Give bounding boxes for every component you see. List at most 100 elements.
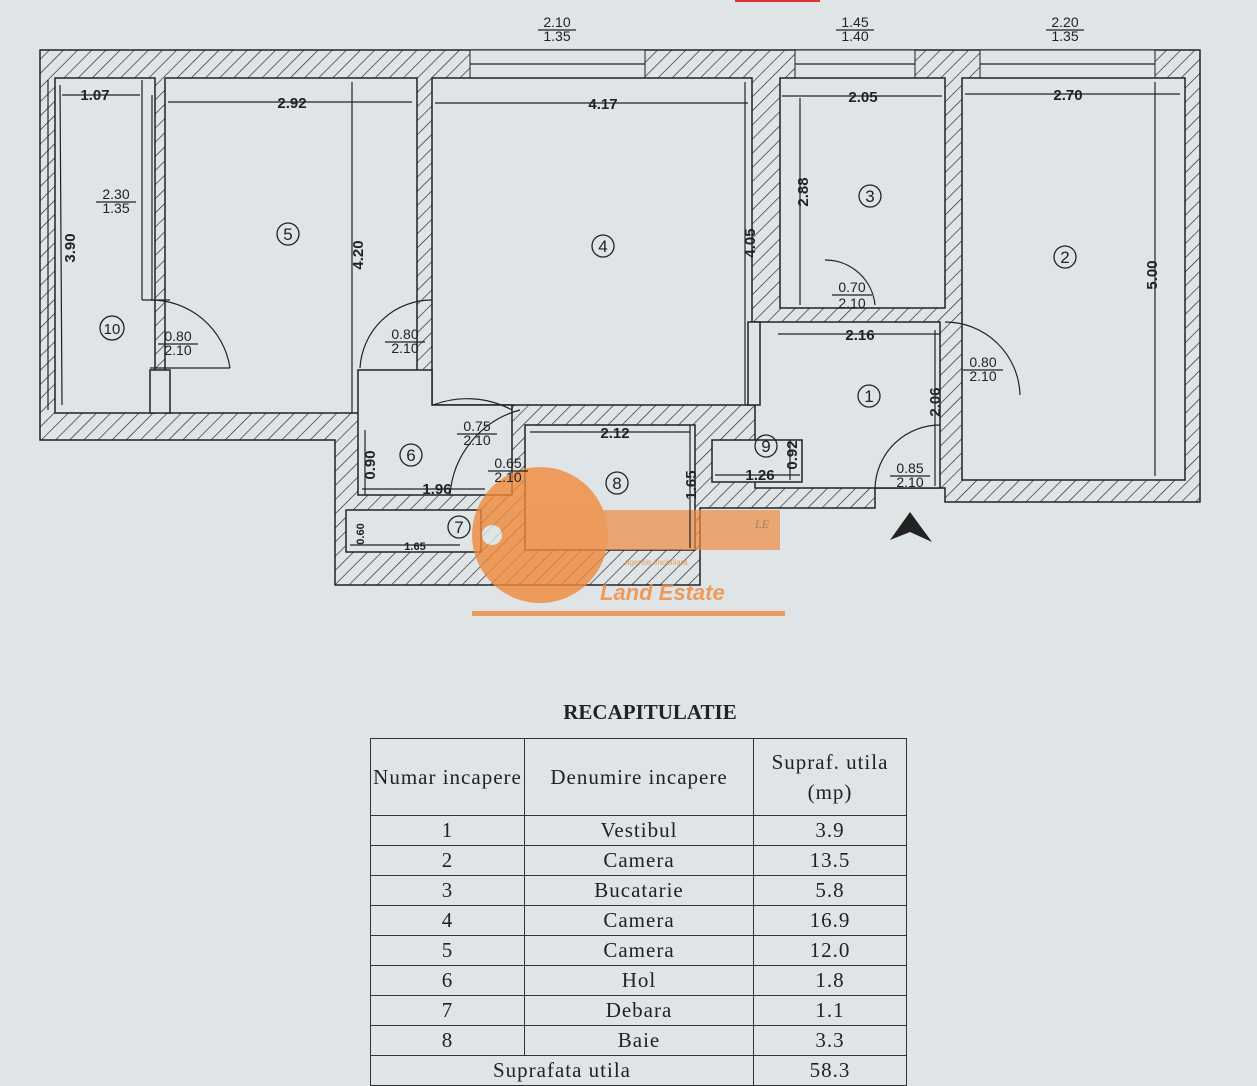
svg-text:0.80: 0.80 <box>969 354 996 370</box>
svg-text:2.10: 2.10 <box>969 368 996 384</box>
room-number-6: 6 <box>406 446 415 465</box>
svg-text:2.20: 2.20 <box>1051 14 1078 30</box>
table-header-row: Numar incapere Denumire incapere Supraf.… <box>370 738 907 816</box>
cell-area: 5.8 <box>753 875 907 906</box>
floor-plan: Land Estate LE agentie imobiliara 2.10 1… <box>39 0 1201 616</box>
svg-text:2.10: 2.10 <box>463 432 490 448</box>
room-number-3: 3 <box>865 187 874 206</box>
room-number-8: 8 <box>612 474 621 493</box>
room-4 <box>431 77 753 406</box>
svg-text:1.96: 1.96 <box>422 481 451 498</box>
svg-text:2.10: 2.10 <box>543 14 570 30</box>
cell-nr: 6 <box>370 965 525 996</box>
svg-text:2.16: 2.16 <box>845 327 874 344</box>
dimension-labels: 1.07 2.92 4.17 2.05 2.70 3.90 4.20 4.05 … <box>62 87 1161 553</box>
cell-name: Camera <box>524 905 754 936</box>
svg-text:2.12: 2.12 <box>600 425 629 442</box>
header-area: Supraf. utila (mp) <box>753 738 907 816</box>
room-number-1: 1 <box>864 387 873 406</box>
svg-text:3.90: 3.90 <box>62 233 79 262</box>
watermark-brand: Land Estate <box>600 580 725 605</box>
cell-area: 1.8 <box>753 965 907 996</box>
cell-name: Debara <box>524 995 754 1026</box>
svg-text:1.35: 1.35 <box>543 28 570 44</box>
room-number-7: 7 <box>454 518 463 537</box>
cell-nr: 3 <box>370 875 525 906</box>
cell-area: 1.1 <box>753 995 907 1026</box>
svg-text:1.35: 1.35 <box>1051 28 1078 44</box>
cell-area: 13.5 <box>753 845 907 876</box>
svg-text:2.70: 2.70 <box>1053 87 1082 104</box>
header-name: Denumire incapere <box>524 738 754 816</box>
svg-text:0.90: 0.90 <box>362 450 379 479</box>
cell-name: Camera <box>524 845 754 876</box>
svg-text:1.65: 1.65 <box>683 470 700 499</box>
svg-text:1.45: 1.45 <box>841 14 868 30</box>
dimension-lines <box>59 82 1180 548</box>
svg-text:2.92: 2.92 <box>277 95 306 112</box>
room-number-10: 10 <box>104 321 121 338</box>
svg-text:1.07: 1.07 <box>80 87 109 104</box>
watermark-underline <box>472 611 785 616</box>
room-3 <box>779 77 946 309</box>
room-number-9: 9 <box>761 437 770 456</box>
svg-text:0.80: 0.80 <box>164 328 191 344</box>
svg-text:2.10: 2.10 <box>494 469 521 485</box>
svg-text:5.00: 5.00 <box>1144 260 1161 289</box>
watermark-tagline: agentie imobiliara <box>625 558 688 567</box>
room-number-5: 5 <box>283 225 292 244</box>
svg-text:2.10: 2.10 <box>391 340 418 356</box>
svg-text:0.75: 0.75 <box>463 418 490 434</box>
svg-text:4.20: 4.20 <box>350 240 367 269</box>
svg-text:1.65: 1.65 <box>404 541 425 553</box>
svg-text:2.88: 2.88 <box>795 177 812 206</box>
room-4-1-link <box>747 321 761 406</box>
room-number-markers <box>99 184 1077 539</box>
cell-area: 3.3 <box>753 1025 907 1056</box>
recap-table: Numar incapere Denumire incapere Supraf.… <box>370 738 907 1086</box>
room-2 <box>961 77 1186 481</box>
door-swings <box>149 259 1021 496</box>
rooms <box>54 77 1186 553</box>
svg-text:0.92: 0.92 <box>784 440 801 469</box>
svg-text:0.65: 0.65 <box>494 455 521 471</box>
svg-text:1.35: 1.35 <box>102 200 129 216</box>
room-number-2: 2 <box>1060 248 1069 267</box>
cell-area: 12.0 <box>753 935 907 966</box>
recap-title: RECAPITULATIE <box>563 700 737 724</box>
opening-labels: 2.301.35 0.802.10 0.802.10 0.702.10 0.80… <box>96 186 1003 490</box>
svg-text:0.60: 0.60 <box>355 523 367 544</box>
land-estate-watermark: Land Estate LE agentie imobiliara <box>472 467 785 616</box>
svg-text:0.70: 0.70 <box>838 279 865 295</box>
room-number-4: 4 <box>598 237 607 256</box>
cell-name: Vestibul <box>524 815 754 846</box>
svg-text:1.40: 1.40 <box>841 28 868 44</box>
cell-name: Bucatarie <box>524 875 754 906</box>
total-label: Suprafata utila <box>370 1055 754 1086</box>
cell-area: 16.9 <box>753 905 907 936</box>
svg-text:4.05: 4.05 <box>742 228 759 257</box>
key-logo-icon <box>472 467 608 603</box>
svg-text:1.26: 1.26 <box>745 467 774 484</box>
entrance-arrow-icon <box>890 512 932 542</box>
cell-name: Baie <box>524 1025 754 1056</box>
svg-text:2.10: 2.10 <box>896 474 923 490</box>
total-value: 58.3 <box>753 1055 907 1086</box>
cell-nr: 2 <box>370 845 525 876</box>
svg-text:0.80: 0.80 <box>391 326 418 342</box>
room-6 <box>357 369 513 496</box>
svg-text:2.30: 2.30 <box>102 186 129 202</box>
room-5 <box>164 77 418 414</box>
svg-text:2.10: 2.10 <box>838 295 865 311</box>
cell-nr: 5 <box>370 935 525 966</box>
cell-nr: 4 <box>370 905 525 936</box>
svg-text:0.85: 0.85 <box>896 460 923 476</box>
